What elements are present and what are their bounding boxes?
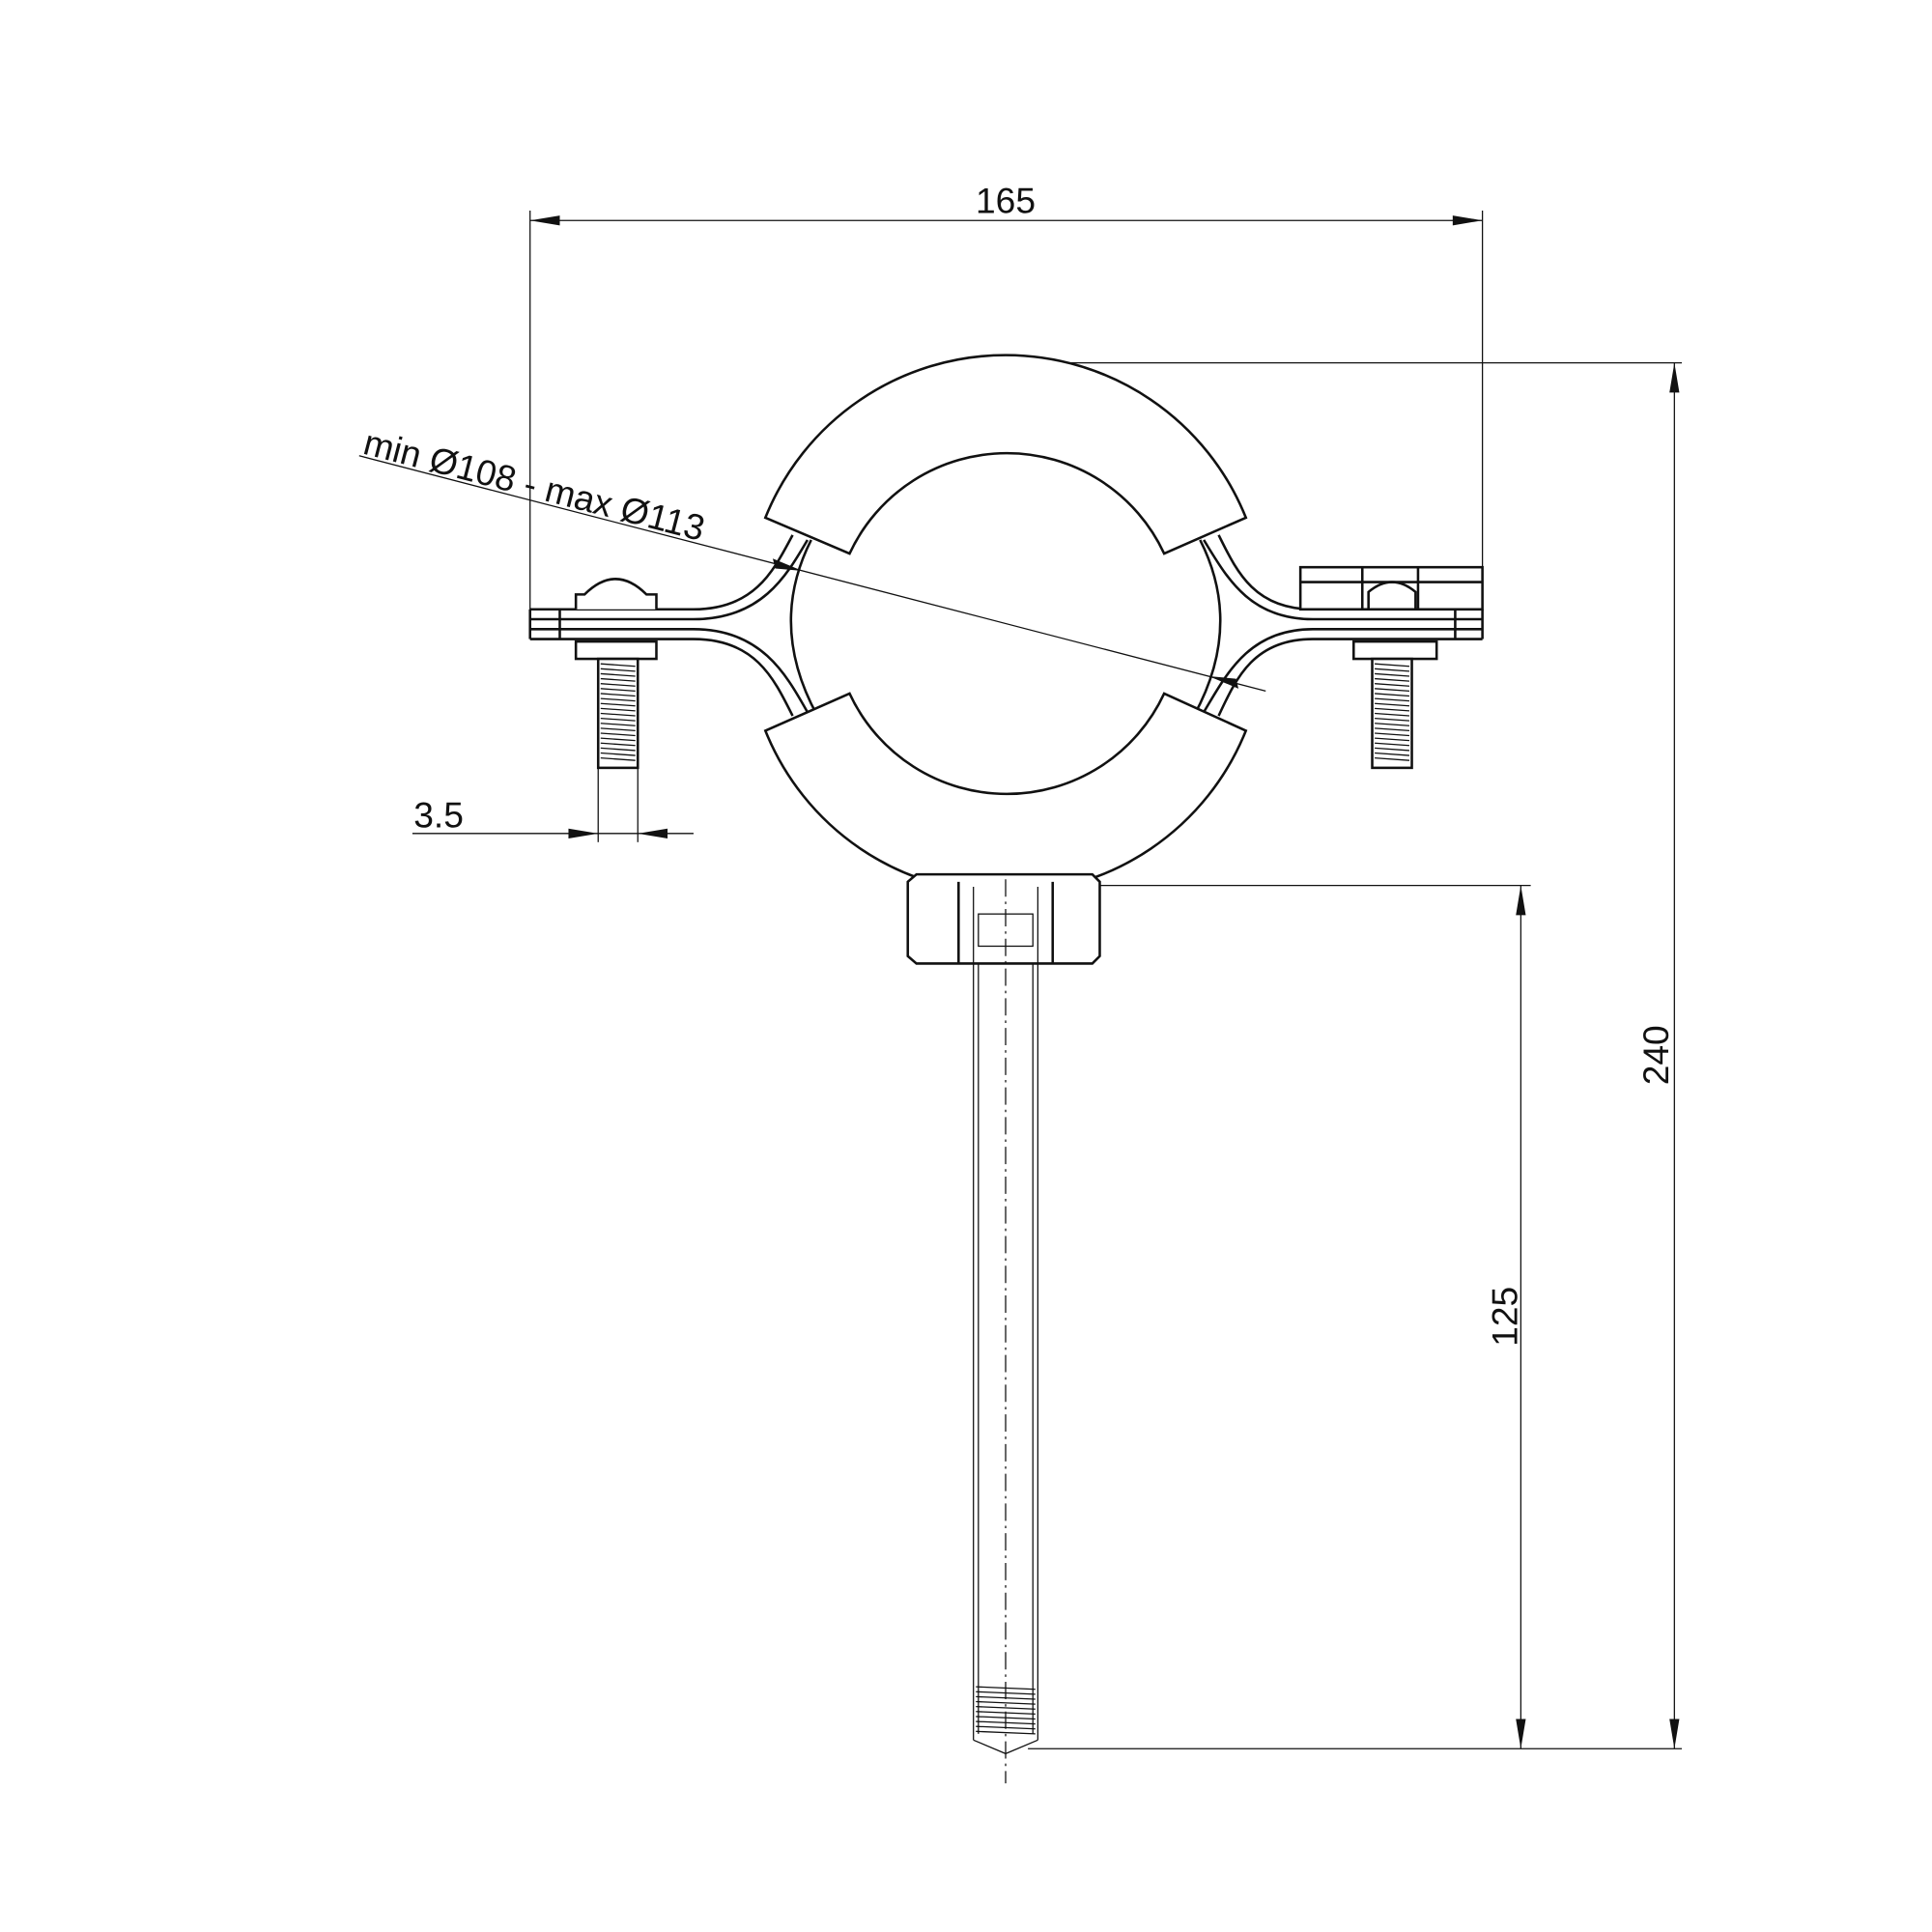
right-nut-bolt [1298, 565, 1484, 770]
thread-line [1375, 756, 1410, 761]
thread-line [1375, 663, 1410, 668]
pipe-outline-left [789, 539, 819, 717]
dimension-3-5: 3.5 [412, 767, 694, 842]
thread-line [600, 668, 636, 672]
thread-line [1375, 693, 1410, 697]
thread-line [1375, 752, 1410, 756]
dimension-125: 125 [1039, 885, 1531, 1749]
thread-line [600, 732, 636, 737]
thread-line [600, 693, 636, 697]
thread-line [600, 737, 636, 742]
thread-line [1375, 727, 1410, 732]
thread-line [600, 688, 636, 693]
threaded-rod [973, 879, 1038, 1784]
pipe-diameter-label: min Ø108 - max Ø113 [359, 421, 709, 548]
thread-line [600, 663, 636, 668]
thread-line [600, 756, 636, 761]
thread-line [600, 712, 636, 717]
thread-line [600, 677, 636, 682]
dimension-240: 240 [1006, 362, 1683, 1749]
pipe-outline-right [1192, 539, 1222, 717]
thread-line [1375, 672, 1410, 677]
thread-line [1375, 688, 1410, 693]
thread-line [600, 742, 636, 747]
thread-line [600, 707, 636, 712]
thread-line [1375, 717, 1410, 722]
clamp-lower-half [763, 692, 1248, 895]
thread-line [600, 747, 636, 752]
thread-line [1375, 737, 1410, 742]
thread-line [976, 1730, 1036, 1735]
thread-line [1375, 732, 1410, 737]
thread-line [1375, 683, 1410, 687]
thread-line [600, 752, 636, 756]
thread-line [1375, 712, 1410, 717]
thread-line [600, 723, 636, 726]
thread-line [1375, 697, 1410, 702]
thread-line [1375, 742, 1410, 747]
dimension-240-label: 240 [1635, 1025, 1676, 1085]
thread-line [600, 672, 636, 677]
clamp-band [528, 534, 1484, 717]
thread-line [1375, 723, 1410, 726]
left-bolt [574, 578, 658, 770]
thread-line [1375, 707, 1410, 712]
thread-line [600, 717, 636, 722]
thread-line [600, 697, 636, 702]
thread-line [976, 1700, 1036, 1705]
thread-line [1375, 702, 1410, 707]
thread-line [600, 702, 636, 707]
dimension-165: 165 [529, 181, 1484, 626]
dimension-3-5-label: 3.5 [413, 794, 464, 835]
dimension-125-label: 125 [1485, 1287, 1525, 1347]
thread-line [600, 727, 636, 732]
thread-line [600, 683, 636, 687]
dimension-165-label: 165 [976, 181, 1036, 221]
thread-line [1375, 747, 1410, 752]
thread-line [1375, 677, 1410, 682]
thread-line [976, 1706, 1036, 1710]
hex-nut [906, 872, 1101, 965]
thread-line [1375, 668, 1410, 672]
clamp-upper-half [763, 354, 1248, 555]
